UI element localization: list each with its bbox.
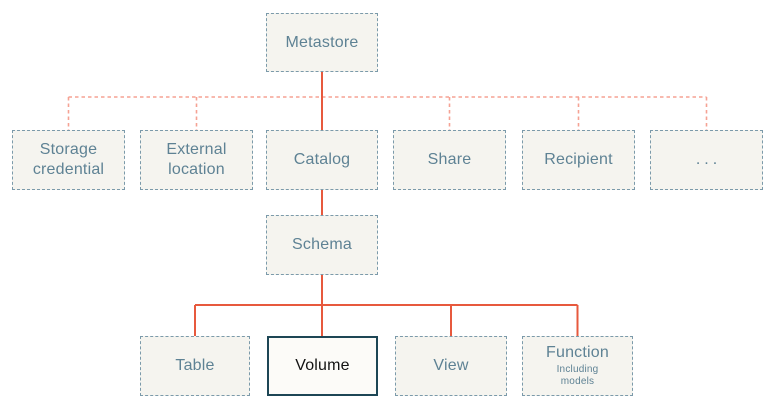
- node-table: Table: [140, 336, 250, 396]
- node-volume: Volume: [267, 336, 378, 396]
- node-external-location-label: External location: [166, 141, 227, 178]
- node-metastore: Metastore: [266, 13, 378, 72]
- node-storage-credential-label: Storage credential: [32, 141, 105, 178]
- node-storage-credential: Storage credential: [12, 130, 125, 190]
- node-metastore-label: Metastore: [285, 33, 359, 51]
- node-schema-label: Schema: [292, 236, 352, 254]
- node-view: View: [395, 336, 507, 396]
- node-external-location: External location: [140, 130, 253, 190]
- node-function: Function Including models: [522, 336, 633, 396]
- node-share-label: Share: [427, 151, 472, 169]
- node-volume-label: Volume: [295, 357, 350, 375]
- node-recipient-label: Recipient: [544, 151, 613, 169]
- node-ellipsis-label: ...: [695, 151, 722, 169]
- node-catalog: Catalog: [266, 130, 378, 190]
- node-share: Share: [393, 130, 506, 190]
- node-catalog-label: Catalog: [293, 151, 351, 169]
- node-function-label: Function: [546, 344, 609, 362]
- node-schema: Schema: [266, 215, 378, 275]
- node-recipient: Recipient: [522, 130, 635, 190]
- node-function-sublabel: Including models: [556, 363, 599, 388]
- node-ellipsis: ...: [650, 130, 763, 190]
- node-view-label: View: [433, 357, 469, 375]
- node-table-label: Table: [175, 357, 215, 375]
